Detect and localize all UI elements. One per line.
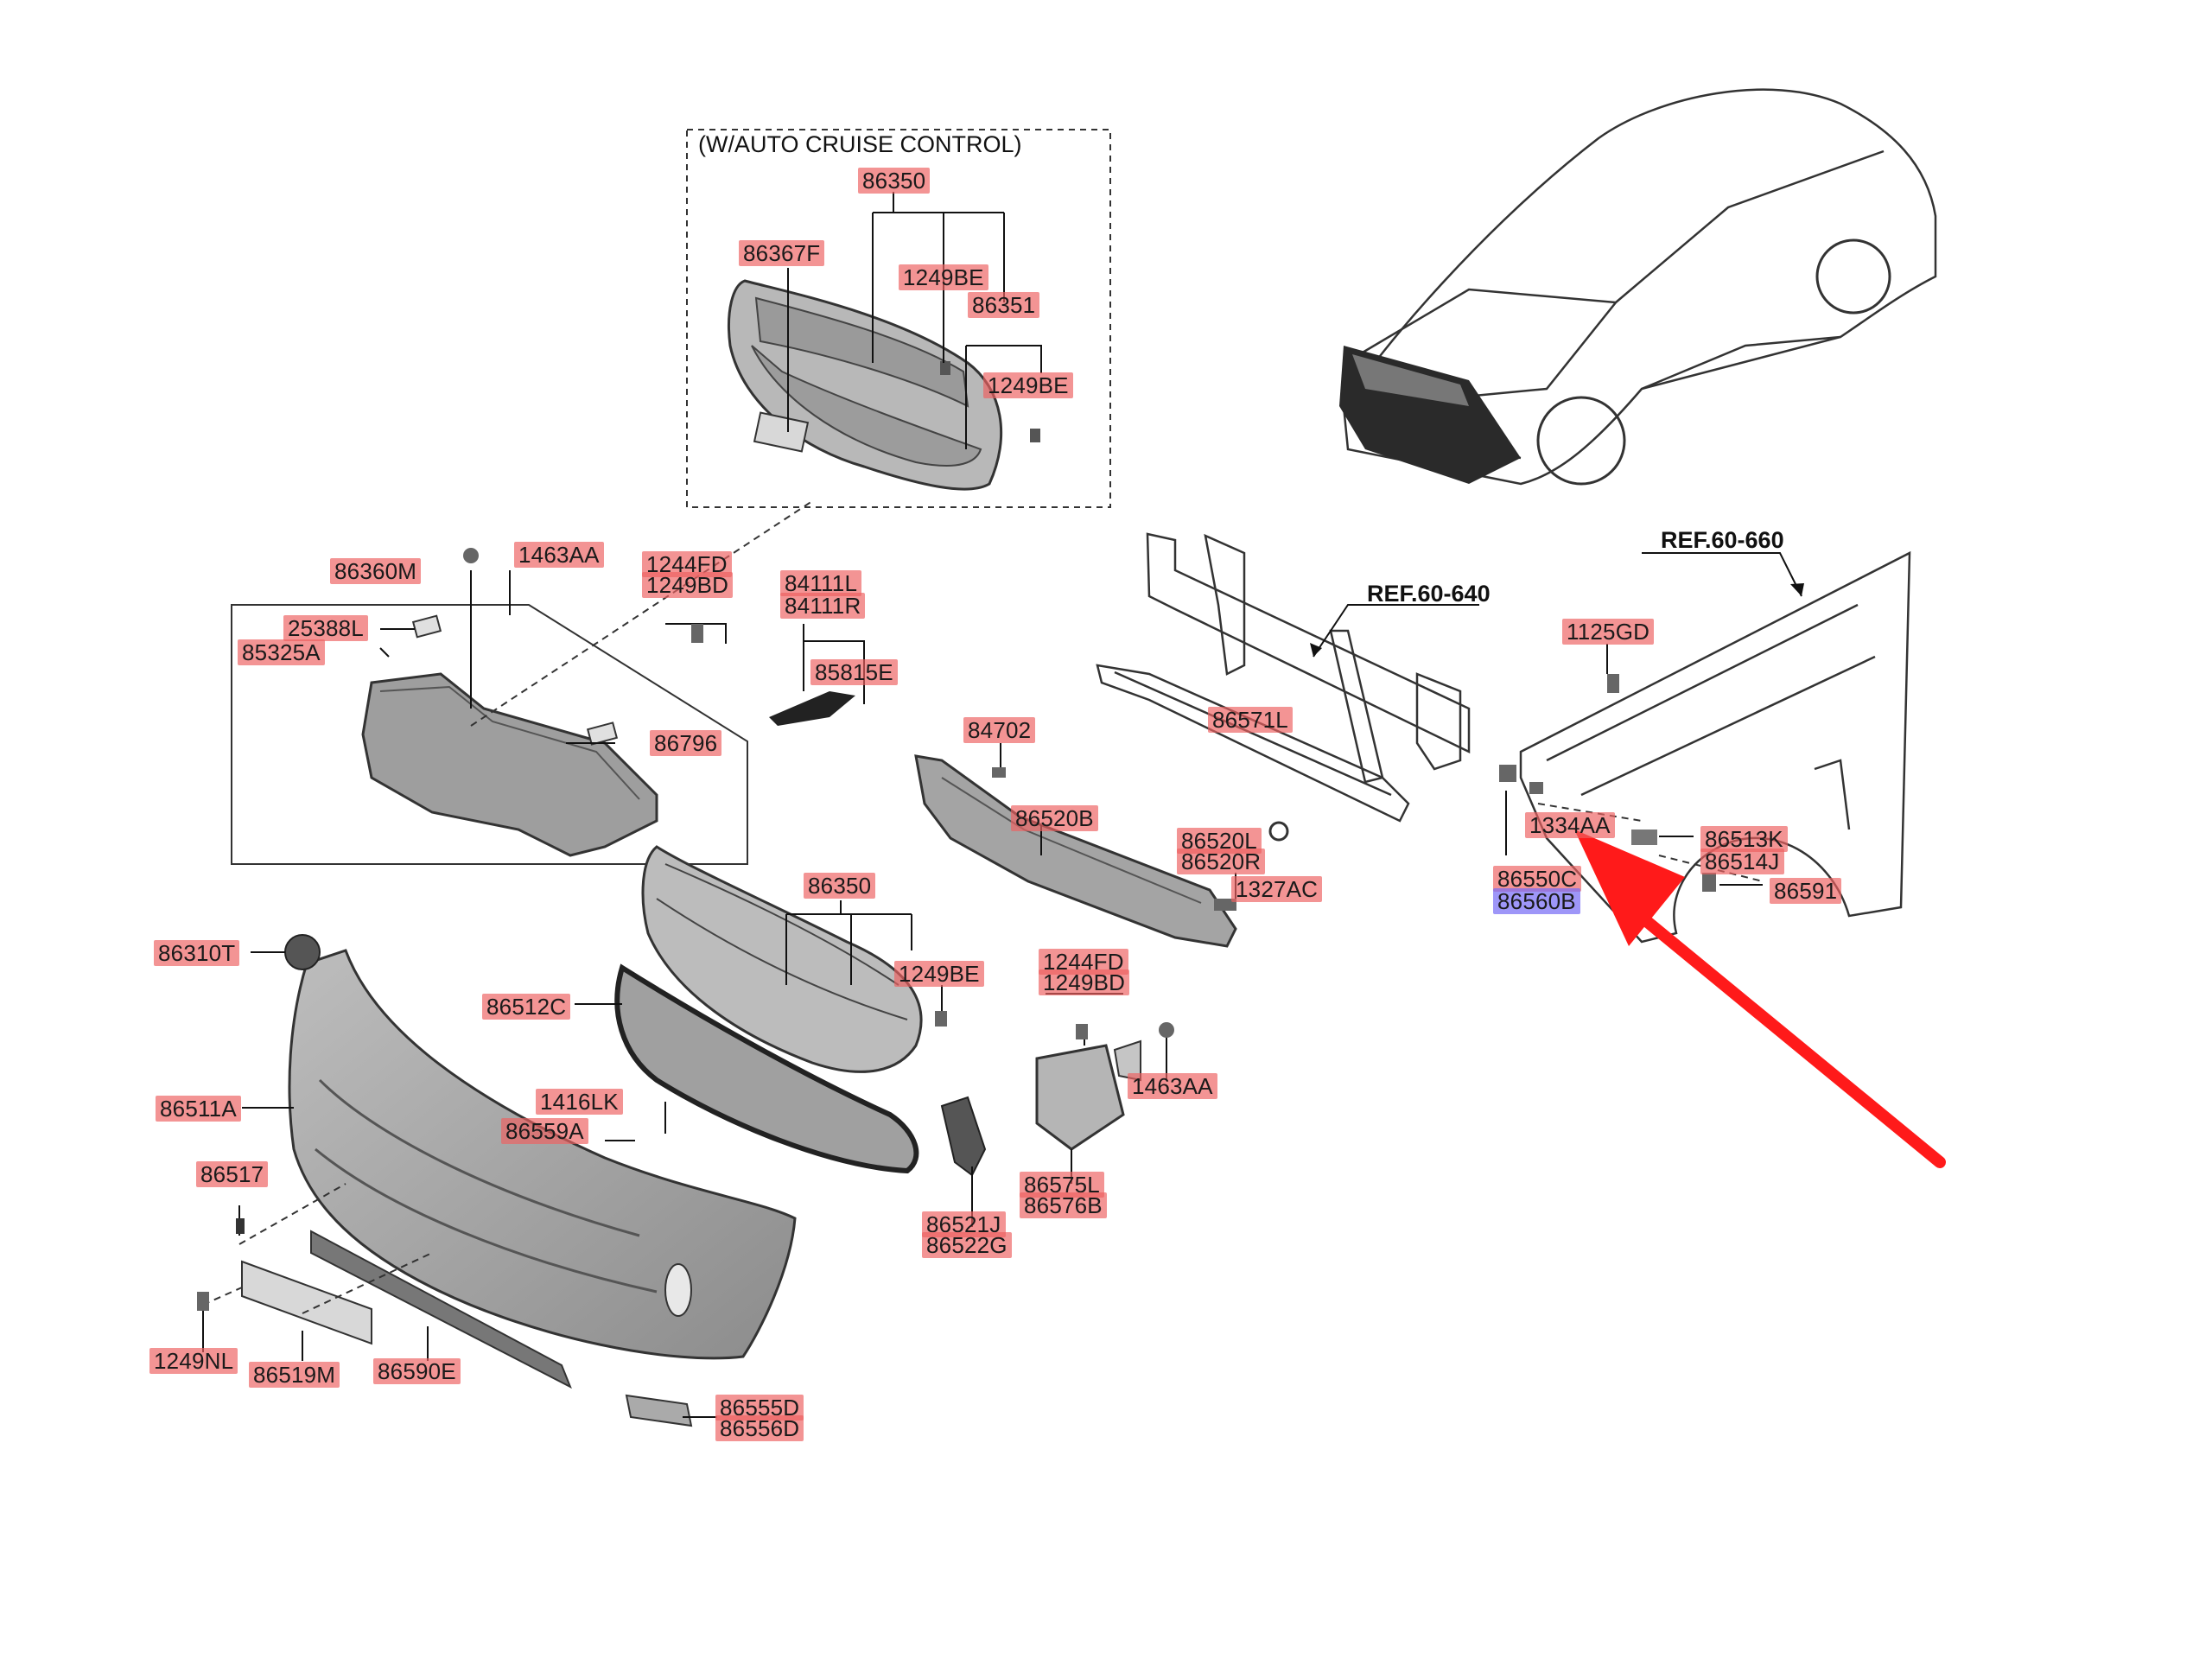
part-label-1249BE-c[interactable]: 1249BE	[894, 961, 984, 987]
small-clips	[992, 767, 1289, 911]
fender-bits	[1499, 674, 1716, 892]
car-front-shaded	[1339, 346, 1521, 484]
part-label-1327AC[interactable]: 1327AC	[1231, 876, 1323, 902]
part-label-86796[interactable]: 86796	[650, 730, 722, 756]
cover-box	[231, 604, 748, 865]
ref-label-640: REF.60-640	[1367, 581, 1491, 607]
auto-cruise-box	[686, 129, 1111, 508]
ref660-leader	[1642, 552, 1802, 597]
part-label-86350-mid[interactable]: 86350	[804, 873, 876, 899]
part-label-1334AA[interactable]: 1334AA	[1525, 812, 1615, 838]
bumper-leaders	[202, 951, 717, 1418]
side-garnish	[940, 1039, 1141, 1177]
cruise-bolt	[940, 361, 1040, 442]
part-label-86514J[interactable]: 86514J	[1700, 849, 1784, 874]
part-label-86520R[interactable]: 86520R	[1177, 849, 1266, 874]
part-label-86550C[interactable]: 86550C	[1493, 866, 1582, 892]
part-label-84111L[interactable]: 84111L	[780, 570, 862, 596]
car-wheels	[1536, 238, 1891, 486]
grille-bolt	[935, 1011, 947, 1027]
part-label-86360M[interactable]: 86360M	[330, 558, 422, 584]
part-label-86559A[interactable]: 86559A	[501, 1118, 588, 1144]
part-label-86571L[interactable]: 86571L	[1208, 707, 1293, 733]
part-label-1249NL[interactable]: 1249NL	[149, 1348, 238, 1374]
part-label-1249BE-b[interactable]: 1249BE	[983, 372, 1073, 398]
garnish-bolts	[1076, 1022, 1174, 1039]
part-label-86512C[interactable]: 86512C	[482, 994, 571, 1020]
part-label-1249BE-a[interactable]: 1249BE	[899, 264, 988, 290]
part-label-86513K[interactable]: 86513K	[1700, 826, 1788, 852]
part-label-86367F[interactable]: 86367F	[739, 240, 825, 266]
fender-leaders	[1505, 644, 1763, 886]
crash-beam	[1096, 664, 1410, 823]
cover-leaders	[379, 570, 727, 744]
part-label-84702[interactable]: 84702	[963, 717, 1036, 743]
side-bracket	[769, 691, 855, 726]
cruise-grille	[728, 279, 1003, 491]
part-label-85815E[interactable]: 85815E	[810, 659, 898, 685]
part-label-86350-top[interactable]: 86350	[858, 168, 931, 194]
dash-line-a	[470, 500, 813, 727]
bumper-bolts	[197, 1218, 245, 1311]
part-label-86517[interactable]: 86517	[196, 1161, 269, 1187]
part-label-86560B-selected[interactable]: 86560B	[1493, 888, 1580, 914]
part-label-84111R[interactable]: 84111R	[780, 593, 866, 619]
part-label-85325A[interactable]: 85325A	[238, 639, 325, 665]
part-label-86519M[interactable]: 86519M	[249, 1362, 340, 1388]
part-label-86591[interactable]: 86591	[1770, 878, 1842, 904]
part-label-25388L[interactable]: 25388L	[283, 615, 368, 641]
part-label-1416LK[interactable]: 1416LK	[536, 1089, 623, 1115]
lower-grille	[614, 963, 919, 1174]
part-label-86522G[interactable]: 86522G	[922, 1232, 1012, 1258]
kia-emblem	[284, 934, 321, 970]
part-label-1125GD[interactable]: 1125GD	[1562, 619, 1655, 645]
auto-cruise-title: (W/AUTO CRUISE CONTROL)	[698, 131, 1022, 157]
pointer-arrow	[1574, 830, 1946, 1168]
part-label-86590E[interactable]: 86590E	[373, 1358, 461, 1384]
cover-plate	[361, 614, 658, 857]
part-label-1463AA-b[interactable]: 1463AA	[1128, 1073, 1217, 1099]
ref660-arrow	[1790, 583, 1804, 596]
cruise-leaders	[787, 192, 1042, 449]
grille-leaders	[575, 900, 943, 1020]
part-label-86351[interactable]: 86351	[968, 292, 1040, 318]
part-label-86310T[interactable]: 86310T	[154, 940, 240, 966]
part-label-86511A[interactable]: 86511A	[156, 1096, 241, 1122]
part-label-86576B[interactable]: 86576B	[1020, 1192, 1107, 1218]
clip-bolt	[463, 548, 703, 643]
dash-line-c	[202, 1183, 433, 1314]
ref640-arrow	[1310, 643, 1322, 657]
main-grille	[641, 845, 923, 1073]
part-label-1463AA-a[interactable]: 1463AA	[514, 542, 604, 568]
ref640-leader	[1313, 604, 1479, 658]
part-label-1249BD-a[interactable]: 1249BD	[642, 572, 734, 598]
part-label-86520B[interactable]: 86520B	[1011, 805, 1098, 831]
part-label-86556D[interactable]: 86556D	[715, 1415, 804, 1441]
bumper-strips	[241, 1230, 693, 1427]
part-label-1249BD-b[interactable]: 1249BD	[1039, 969, 1130, 995]
ref-label-660: REF.60-660	[1661, 527, 1784, 553]
